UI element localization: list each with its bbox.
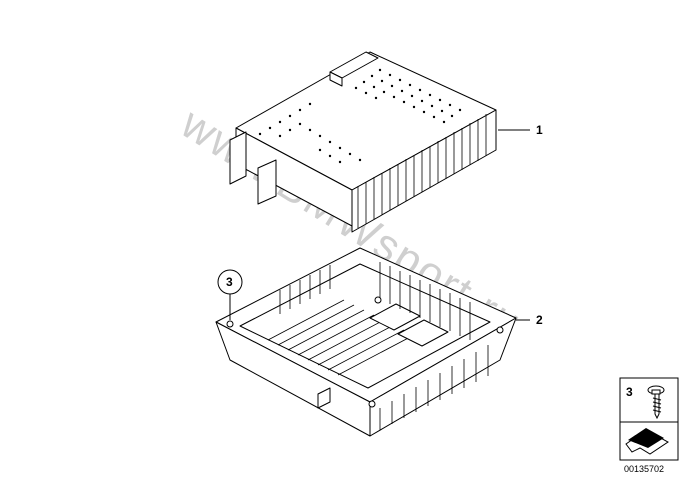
callout-2-number: 2	[536, 313, 543, 327]
callout-1[interactable]: 1	[498, 123, 543, 137]
callout-3-number: 3	[226, 275, 233, 289]
callout-1-number: 1	[536, 123, 543, 137]
legend-box: 3 00135702	[619, 377, 679, 474]
legend-item-number: 3	[626, 385, 633, 399]
amplifier-part[interactable]	[229, 51, 497, 233]
callout-2[interactable]: 2	[516, 313, 543, 327]
mounting-tray-part[interactable]	[215, 247, 517, 437]
legend-item-frame	[619, 377, 679, 423]
amplifier-vent-dots	[258, 68, 462, 164]
tray-wall-slats	[279, 262, 489, 430]
tray-floor-slots	[267, 299, 415, 376]
amplifier-fins	[357, 114, 487, 228]
orientation-arrow-icon	[625, 428, 669, 455]
screw-icon	[647, 385, 665, 420]
diagram-id: 00135702	[624, 464, 664, 474]
callout-3[interactable]: 3	[217, 269, 243, 320]
